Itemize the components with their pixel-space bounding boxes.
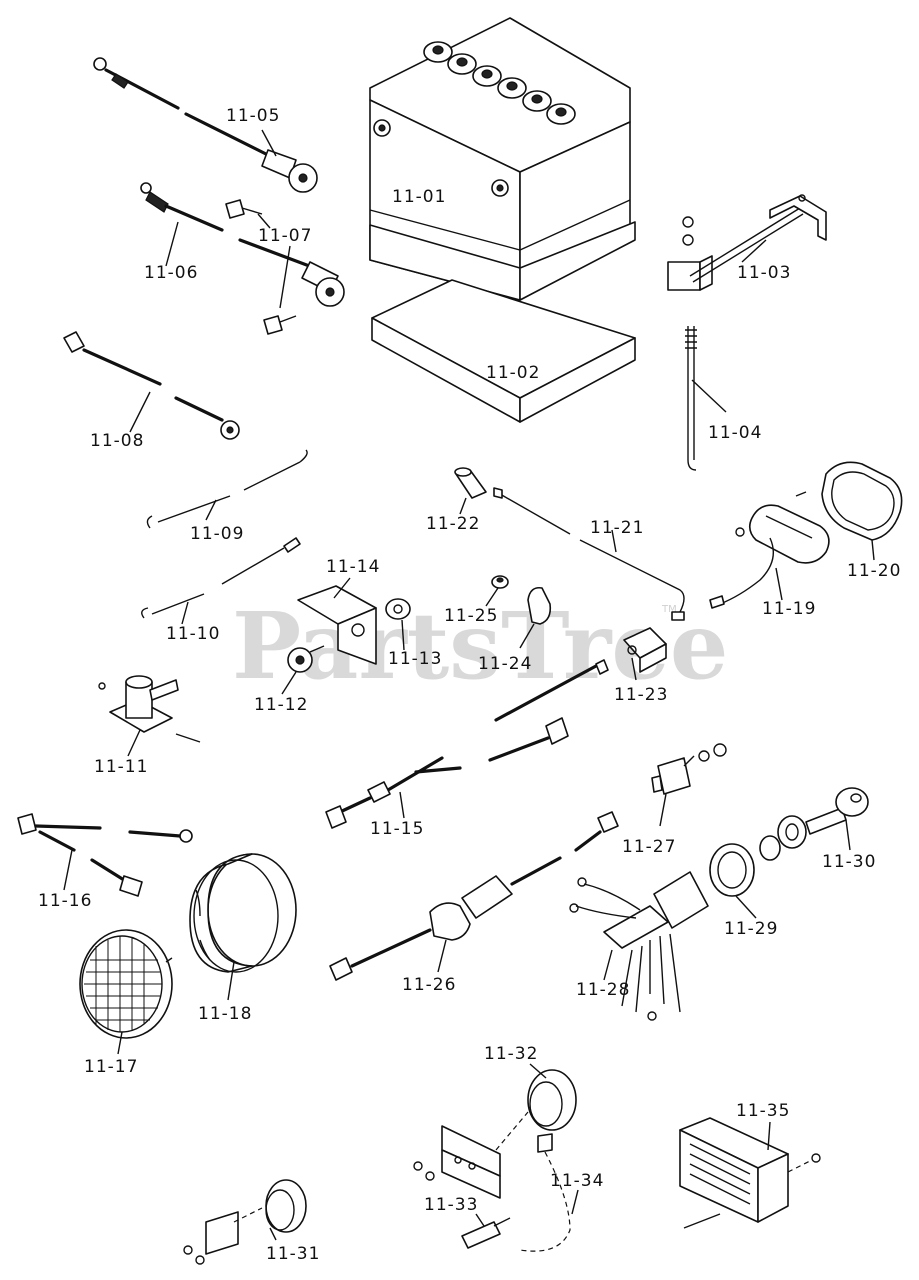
label-11-25[interactable]: 11-25 bbox=[444, 606, 498, 626]
label-11-01[interactable]: 11-01 bbox=[392, 187, 446, 207]
gauge-32[interactable] bbox=[413, 1069, 577, 1199]
ignition-switch[interactable] bbox=[287, 645, 325, 673]
label-11-19[interactable]: 11-19 bbox=[762, 599, 816, 619]
label-11-23[interactable]: 11-23 bbox=[614, 685, 668, 705]
leader-lines bbox=[63, 129, 875, 1241]
battery-cable-06[interactable] bbox=[140, 182, 345, 307]
battery[interactable] bbox=[369, 17, 636, 301]
label-11-02[interactable]: 11-02 bbox=[486, 363, 540, 383]
label-11-33[interactable]: 11-33 bbox=[424, 1195, 478, 1215]
ground-cable[interactable] bbox=[63, 331, 240, 440]
label-11-08[interactable]: 11-08 bbox=[90, 431, 144, 451]
label-11-06[interactable]: 11-06 bbox=[144, 263, 198, 283]
rod-09[interactable] bbox=[146, 449, 308, 529]
headlight-lens[interactable] bbox=[79, 929, 173, 1039]
j-bolt[interactable] bbox=[685, 326, 697, 471]
rod-10[interactable] bbox=[141, 537, 301, 619]
label-11-04[interactable]: 11-04 bbox=[708, 423, 762, 443]
label-11-26[interactable]: 11-26 bbox=[402, 975, 456, 995]
headlight-housing[interactable] bbox=[189, 853, 297, 973]
label-11-27[interactable]: 11-27 bbox=[622, 837, 676, 857]
label-11-21[interactable]: 11-21 bbox=[590, 518, 644, 538]
ignition-key[interactable] bbox=[805, 787, 869, 835]
label-11-09[interactable]: 11-09 bbox=[190, 524, 244, 544]
battery-cable-05[interactable] bbox=[93, 57, 318, 193]
connector-23[interactable] bbox=[623, 627, 667, 673]
washer-13[interactable] bbox=[385, 598, 411, 620]
label-11-32[interactable]: 11-32 bbox=[484, 1044, 538, 1064]
tail-light[interactable] bbox=[709, 491, 830, 609]
tail-light-lens[interactable] bbox=[821, 461, 903, 541]
label-11-07[interactable]: 11-07 bbox=[258, 226, 312, 246]
label-11-17[interactable]: 11-17 bbox=[84, 1057, 138, 1077]
part-labels: 11-05 11-01 11-07 11-06 11-03 11-02 11-0… bbox=[38, 106, 901, 1264]
wire-harness-26[interactable] bbox=[329, 811, 619, 981]
label-11-30[interactable]: 11-30 bbox=[822, 852, 876, 872]
solenoid-switch[interactable] bbox=[98, 675, 201, 743]
label-11-14[interactable]: 11-14 bbox=[326, 557, 380, 577]
watermark-trademark: TM bbox=[661, 604, 677, 615]
terminal-bolts[interactable] bbox=[225, 199, 297, 335]
label-11-13[interactable]: 11-13 bbox=[388, 649, 442, 669]
label-11-03[interactable]: 11-03 bbox=[737, 263, 791, 283]
label-11-35[interactable]: 11-35 bbox=[736, 1101, 790, 1121]
sender-wire-34[interactable] bbox=[519, 1133, 571, 1252]
voltage-regulator[interactable] bbox=[679, 1117, 821, 1229]
label-11-31[interactable]: 11-31 bbox=[266, 1244, 320, 1264]
mounting-bracket-14[interactable] bbox=[297, 585, 377, 665]
label-11-12[interactable]: 11-12 bbox=[254, 695, 308, 715]
label-11-18[interactable]: 11-18 bbox=[198, 1004, 252, 1024]
gauge-31[interactable] bbox=[183, 1179, 307, 1265]
lens-grid bbox=[84, 936, 162, 1032]
battery-hold-down[interactable] bbox=[667, 194, 827, 291]
wire-harness-15[interactable] bbox=[325, 659, 609, 829]
label-11-05[interactable]: 11-05 bbox=[226, 106, 280, 126]
label-11-15[interactable]: 11-15 bbox=[370, 819, 424, 839]
label-11-11[interactable]: 11-11 bbox=[94, 757, 148, 777]
battery-tray[interactable] bbox=[371, 279, 636, 423]
key-switch-29[interactable] bbox=[709, 815, 807, 897]
wire-harness-16[interactable] bbox=[17, 813, 193, 897]
toggle-switch-27[interactable] bbox=[651, 743, 727, 795]
clip-24[interactable] bbox=[527, 586, 552, 625]
label-11-20[interactable]: 11-20 bbox=[847, 561, 901, 581]
label-11-16[interactable]: 11-16 bbox=[38, 891, 92, 911]
label-11-28[interactable]: 11-28 bbox=[576, 980, 630, 1000]
label-11-29[interactable]: 11-29 bbox=[724, 919, 778, 939]
label-11-22[interactable]: 11-22 bbox=[426, 514, 480, 534]
control-cable-21[interactable] bbox=[493, 487, 685, 621]
battery-vent-caps bbox=[423, 41, 576, 125]
label-11-34[interactable]: 11-34 bbox=[550, 1171, 604, 1191]
label-11-10[interactable]: 11-10 bbox=[166, 624, 220, 644]
grommet-25[interactable] bbox=[491, 575, 509, 589]
key-switch-harness[interactable] bbox=[569, 871, 709, 1021]
label-11-24[interactable]: 11-24 bbox=[478, 654, 532, 674]
sender-33[interactable] bbox=[461, 1217, 511, 1249]
sleeve-22[interactable] bbox=[454, 467, 487, 499]
